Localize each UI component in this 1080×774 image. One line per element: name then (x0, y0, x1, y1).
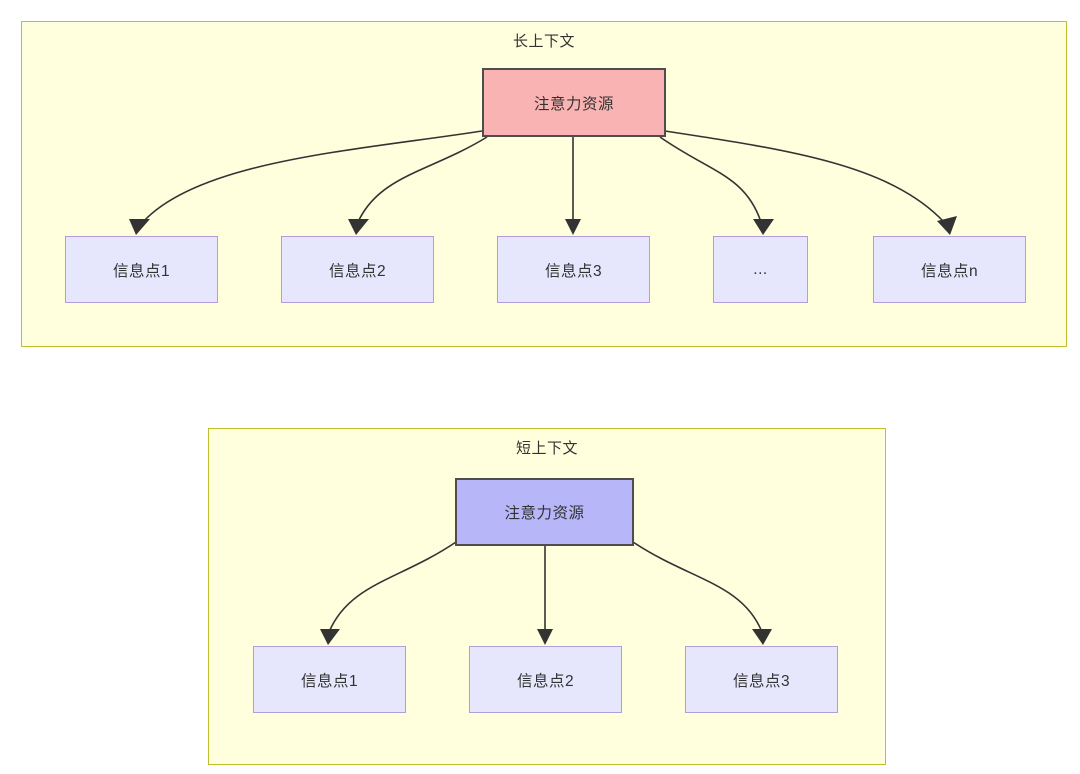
node-info-point-long-1-label: 信息点1 (112, 262, 171, 280)
node-attention-resource-long-label: 注意力资源 (533, 95, 614, 113)
node-info-point-long-2[interactable]: 信息点2 (281, 236, 434, 303)
node-info-point-long-3[interactable]: 信息点3 (497, 236, 650, 303)
node-info-point-long-2-label: 信息点2 (328, 262, 387, 280)
node-info-point-short-1[interactable]: 信息点1 (253, 646, 406, 713)
node-info-point-long-3-label: 信息点3 (544, 262, 603, 280)
node-info-point-long-ellipsis-label: ... (753, 260, 768, 278)
panel-long-context-title: 长上下文 (512, 33, 575, 50)
node-attention-resource-short-label: 注意力资源 (504, 505, 585, 522)
node-info-point-long-1[interactable]: 信息点1 (65, 236, 218, 303)
node-info-point-long-n[interactable]: 信息点n (873, 236, 1026, 303)
node-attention-resource-short[interactable]: 注意力资源 (455, 478, 634, 546)
node-info-point-short-1-label: 信息点1 (300, 672, 359, 690)
node-info-point-long-ellipsis[interactable]: ... (713, 236, 808, 303)
panel-short-context-title: 短上下文 (515, 440, 578, 457)
node-attention-resource-long[interactable]: 注意力资源 (482, 68, 666, 137)
node-info-point-short-3[interactable]: 信息点3 (685, 646, 838, 713)
node-info-point-short-2[interactable]: 信息点2 (469, 646, 622, 713)
node-info-point-short-3-label: 信息点3 (732, 672, 791, 690)
node-info-point-short-2-label: 信息点2 (516, 672, 575, 690)
node-info-point-long-n-label: 信息点n (920, 262, 979, 280)
